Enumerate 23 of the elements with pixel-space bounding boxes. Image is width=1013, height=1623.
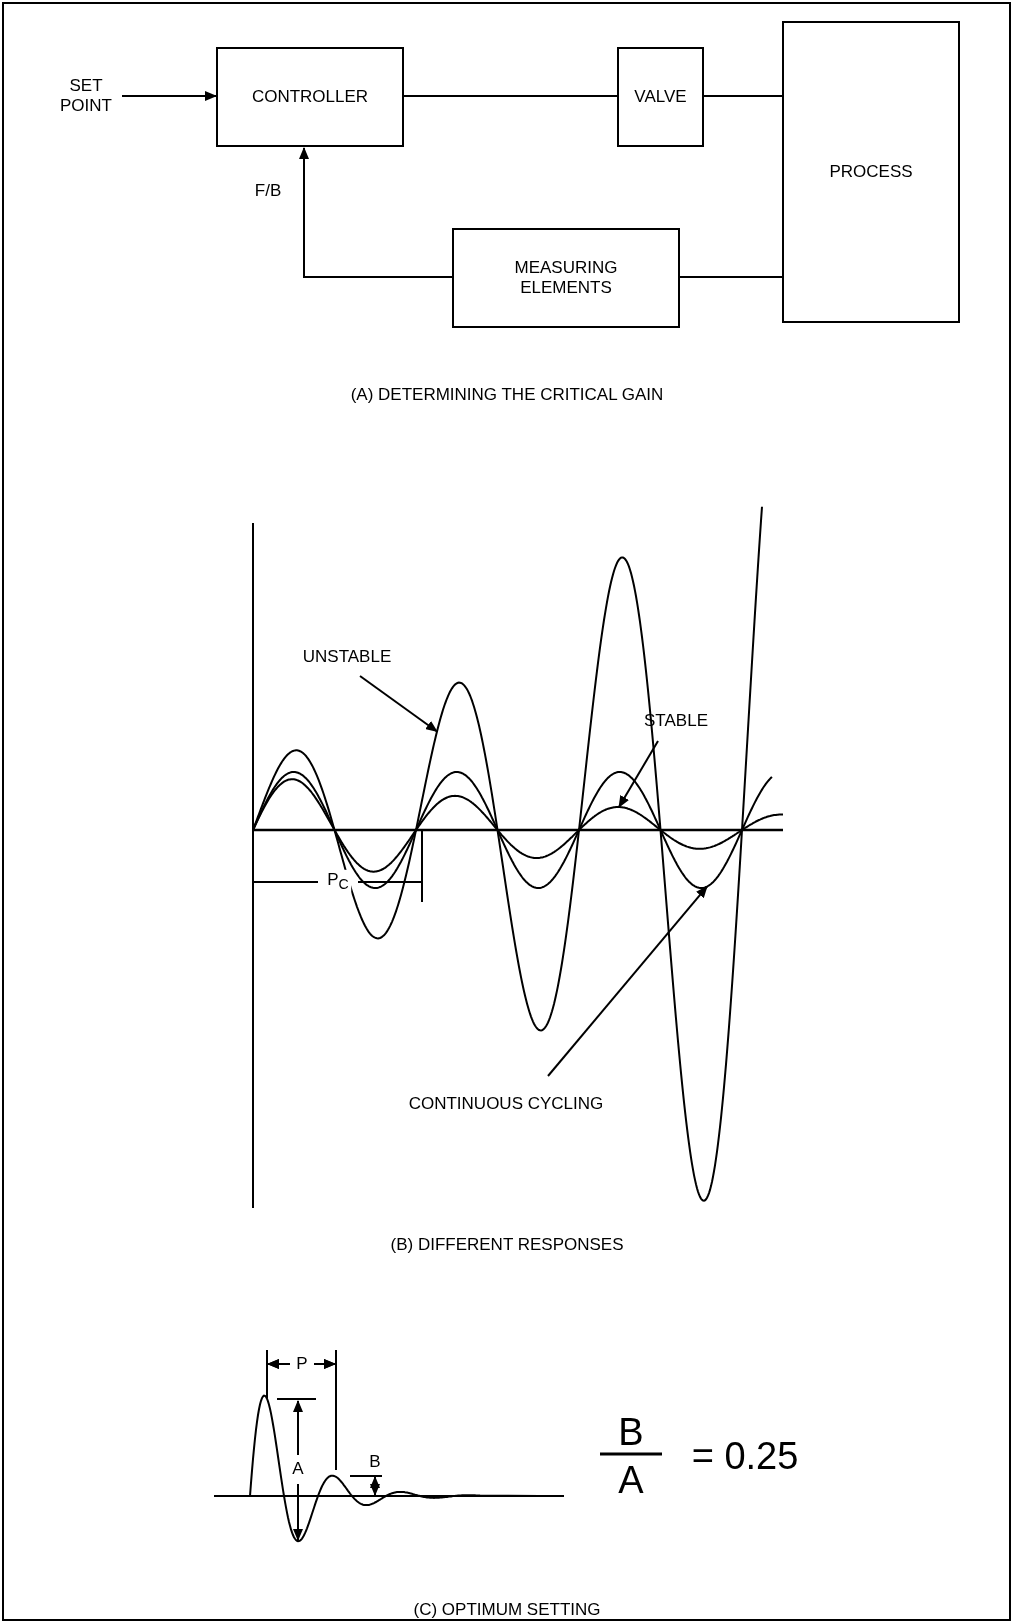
connector-line <box>679 276 783 278</box>
connector-line <box>403 95 618 97</box>
dimension-label: B <box>369 1452 381 1472</box>
leader-arrow <box>359 675 438 733</box>
leader-arrow <box>618 740 659 809</box>
figure-caption: (A) DETERMINING THE CRITICAL GAIN <box>350 385 664 405</box>
arrow <box>299 147 453 278</box>
dimension-label: P$_{C}$ <box>325 869 351 895</box>
arrow <box>121 91 217 101</box>
leader-arrow <box>547 885 708 1077</box>
formula-text: B <box>618 1411 644 1453</box>
signal-label: SET POINT <box>56 76 116 116</box>
figure-caption: (B) DIFFERENT RESPONSES <box>390 1235 624 1255</box>
process-box: VALVE <box>617 47 704 147</box>
connector-line <box>703 95 783 97</box>
figure-caption: (C) OPTIMUM SETTING <box>413 1600 601 1620</box>
callout-label: UNSTABLE <box>302 647 392 667</box>
callout-label: CONTINUOUS CYCLING <box>408 1094 604 1114</box>
formula-text: A <box>618 1459 644 1501</box>
process-box: CONTROLLER <box>216 47 404 147</box>
process-box: MEASURING ELEMENTS <box>452 228 680 328</box>
formula-text: = 0.25 <box>691 1435 799 1477</box>
process-box: PROCESS <box>782 21 960 323</box>
